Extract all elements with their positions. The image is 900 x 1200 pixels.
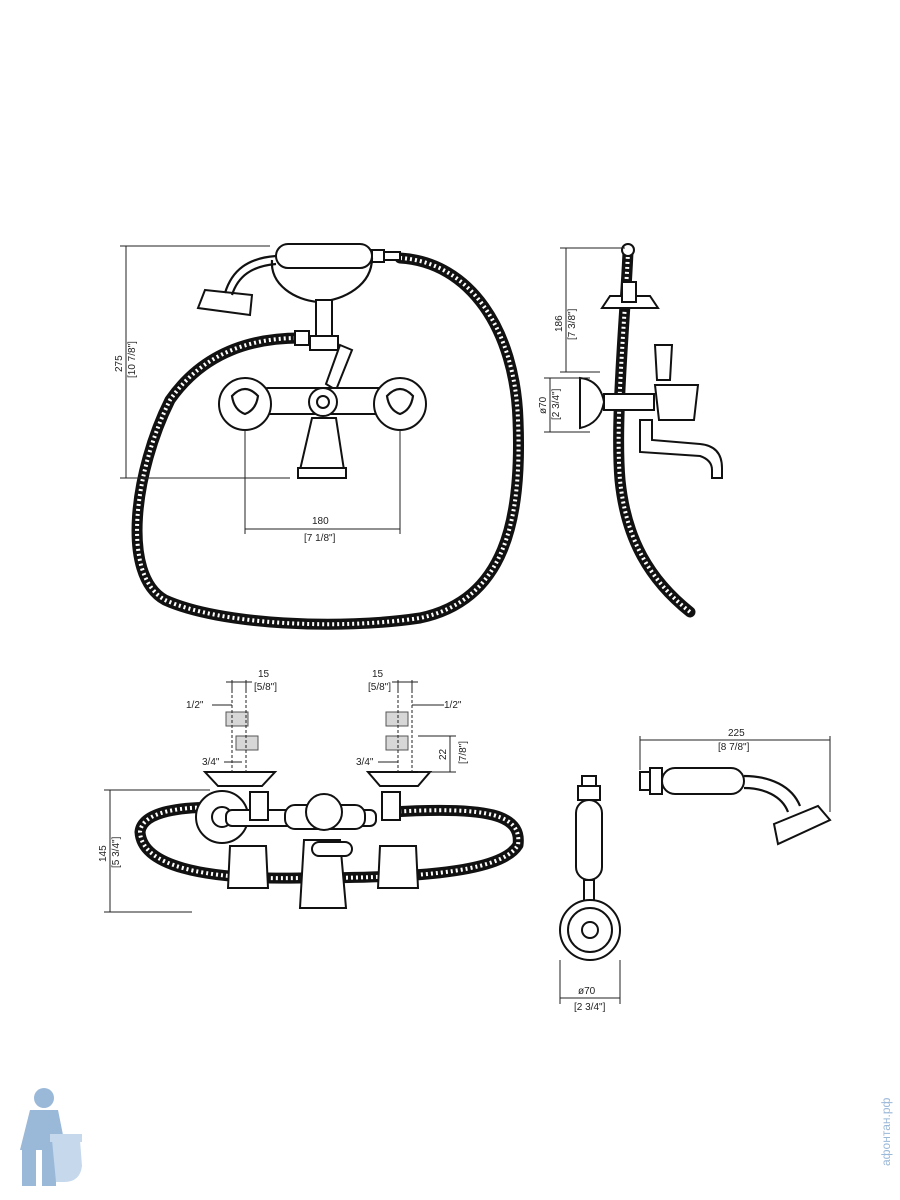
side-diameter-mm: ø70 [538, 396, 549, 414]
front-width-mm: 180 [312, 516, 329, 527]
thread-half-right: 1/2" [444, 700, 462, 711]
front-width-in: [7 1/8"] [304, 533, 336, 544]
front-view: 275 [10 7/8"] 180 [7 1/8"] [114, 243, 524, 630]
handshower-length-mm: 225 [728, 728, 745, 739]
plumber-mascot-icon [20, 1088, 82, 1186]
watermark-text: афонтан.рф [879, 1097, 893, 1166]
side-view: 186 [7 3/8"] ø70 [2 3/4"] [538, 243, 723, 618]
side-height-in: [7 3/8"] [567, 308, 578, 340]
front-height-mm: 275 [114, 355, 125, 372]
thread-depth-in: [7/8"] [458, 741, 469, 764]
front-height-in: [10 7/8"] [127, 341, 138, 378]
holder-view: ø70 [2 3/4"] [559, 775, 621, 1013]
side-height-mm: 186 [554, 315, 565, 332]
plan-depth-in: [5 3/4"] [111, 836, 122, 868]
holder-diameter-mm: ø70 [578, 986, 596, 997]
top-left-offset-mm: 15 [258, 669, 270, 680]
thread-depth-mm: 22 [438, 748, 449, 760]
thread-three-quarter-left: 3/4" [202, 757, 220, 768]
side-diameter-in: [2 3/4"] [551, 388, 562, 420]
top-right-offset-in: [5/8"] [368, 682, 391, 693]
plan-depth-mm: 145 [98, 845, 109, 862]
plan-view: 15 [5/8"] 15 [5/8"] 1/2" 1/2" 3/4" 3/4" … [98, 669, 524, 913]
handshower-view: 225 [8 7/8"] [639, 728, 832, 846]
thread-three-quarter-right: 3/4" [356, 757, 374, 768]
holder-diameter-in: [2 3/4"] [574, 1002, 606, 1013]
top-right-offset-mm: 15 [372, 669, 384, 680]
thread-half-left: 1/2" [186, 700, 204, 711]
top-left-offset-in: [5/8"] [254, 682, 277, 693]
handshower-length-in: [8 7/8"] [718, 742, 750, 753]
